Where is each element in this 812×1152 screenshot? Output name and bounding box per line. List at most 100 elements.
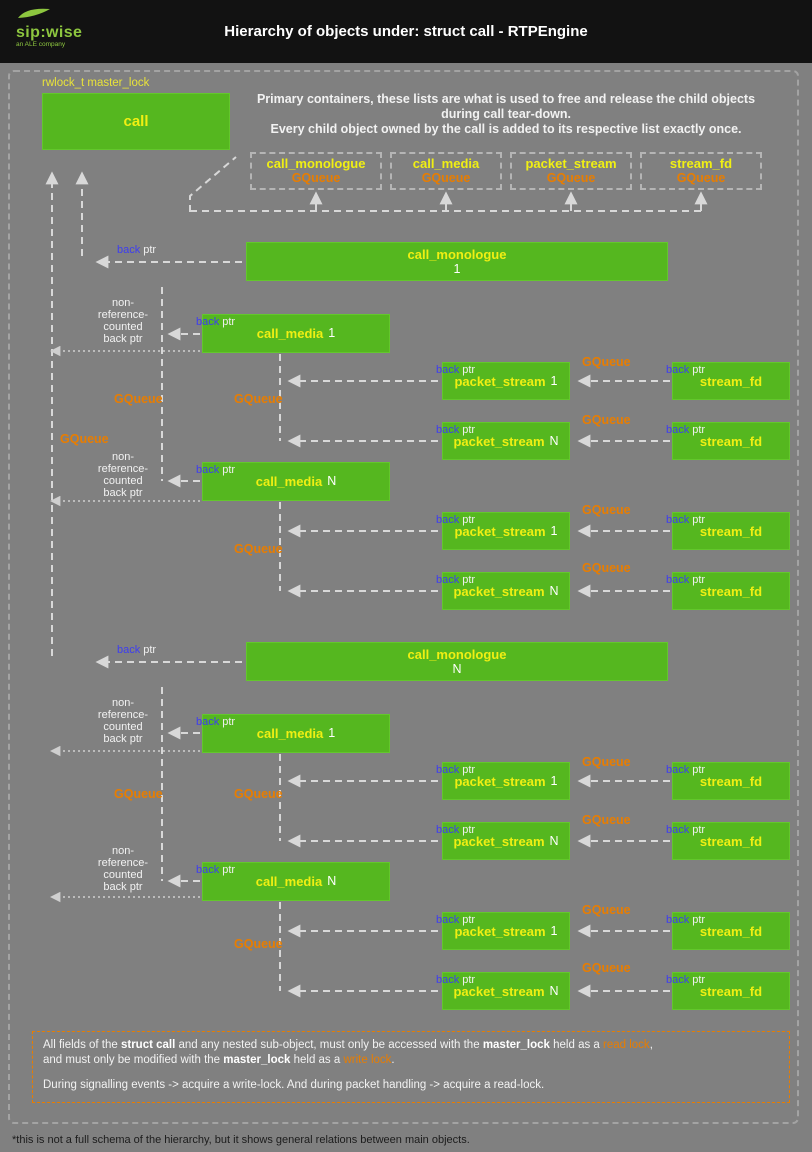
container-name: stream_fd: [669, 156, 733, 171]
node-label: call_monologue: [407, 646, 507, 662]
node-label: call_monologue: [407, 246, 507, 262]
node-label: packet_stream: [453, 433, 545, 449]
header-bar: sip:wise an ALE company Hierarchy of obj…: [0, 0, 812, 63]
node-packet-stream-1: packet_stream 1: [442, 912, 570, 950]
logo-tagline: an ALE company: [16, 41, 66, 48]
node-label: call_media: [256, 726, 324, 741]
node-call-media-n: call_media N: [202, 462, 390, 501]
node-label: packet_stream: [454, 923, 546, 939]
node-call-monologue-1: call_monologue 1: [246, 242, 668, 281]
gqueue-edge-label: GQueue: [582, 413, 631, 427]
container-name: packet_stream: [525, 156, 617, 171]
container-stream-fd: stream_fd GQueue: [640, 152, 762, 190]
node-index: N: [549, 983, 559, 998]
diagram-border: [8, 70, 799, 1124]
node-index: N: [327, 874, 337, 888]
node-index: 1: [328, 726, 336, 740]
non-ref-back-ptr-label: non- reference- counted back ptr: [97, 297, 149, 345]
master-lock-ref: master_lock: [482, 1039, 550, 1051]
gqueue-edge-label: GQueue: [582, 355, 631, 369]
node-stream-fd: stream_fd: [672, 822, 790, 860]
node-index: N: [327, 474, 337, 488]
node-label: stream_fd: [699, 373, 763, 389]
node-label: packet_stream: [454, 773, 546, 789]
node-index: N: [549, 833, 559, 848]
gqueue-edge-label: GQueue: [582, 561, 631, 575]
intro-line-2: Every child object owned by the call is …: [270, 122, 742, 136]
container-type: GQueue: [546, 171, 596, 185]
node-call-media-1: call_media 1: [202, 714, 390, 753]
gqueue-edge-label: GQueue: [582, 755, 631, 769]
node-label: stream_fd: [699, 773, 763, 789]
node-packet-stream-n: packet_stream N: [442, 822, 570, 860]
node-index: 1: [550, 923, 558, 938]
node-label: packet_stream: [453, 583, 545, 599]
logo-leaf-icon: [18, 8, 50, 18]
master-lock-label: rwlock_t master_lock: [42, 77, 150, 89]
container-type: GQueue: [291, 171, 341, 185]
gqueue-edge-label: GQueue: [582, 961, 631, 975]
node-call-media-1: call_media 1: [202, 314, 390, 353]
node-call-media-n: call_media N: [202, 862, 390, 901]
intro-line-1: Primary containers, these lists are what…: [256, 92, 756, 121]
struct-call-ref: struct call: [120, 1039, 176, 1051]
node-packet-stream-1: packet_stream 1: [442, 762, 570, 800]
node-label: packet_stream: [453, 833, 545, 849]
node-packet-stream-1: packet_stream 1: [442, 362, 570, 400]
non-ref-back-ptr-label: non- reference- counted back ptr: [97, 451, 149, 499]
node-stream-fd: stream_fd: [672, 512, 790, 550]
logo-brand-text: sip:wise: [16, 24, 83, 41]
node-label: stream_fd: [699, 923, 763, 939]
node-packet-stream-n: packet_stream N: [442, 572, 570, 610]
node-index: N: [549, 583, 559, 598]
gqueue-edge-label: GQueue: [114, 392, 163, 406]
node-index: 1: [453, 261, 461, 276]
node-stream-fd: stream_fd: [672, 912, 790, 950]
container-call-monologue: call_monologue GQueue: [250, 152, 382, 190]
locking-note: All fields of the struct call and any ne…: [32, 1031, 790, 1103]
node-index: N: [549, 433, 559, 448]
node-stream-fd: stream_fd: [672, 572, 790, 610]
note-line: All fields of the struct call and any ne…: [43, 1039, 653, 1051]
node-label: packet_stream: [454, 523, 546, 539]
gqueue-edge-label: GQueue: [234, 937, 283, 951]
gqueue-edge-label: GQueue: [582, 503, 631, 517]
gqueue-edge-label: GQueue: [114, 787, 163, 801]
node-packet-stream-n: packet_stream N: [442, 972, 570, 1010]
gqueue-edge-label: GQueue: [582, 813, 631, 827]
container-call-media: call_media GQueue: [390, 152, 502, 190]
node-packet-stream-n: packet_stream N: [442, 422, 570, 460]
node-label: stream_fd: [699, 833, 763, 849]
node-call: call: [42, 93, 230, 150]
container-name: call_monologue: [266, 156, 366, 171]
node-index: 1: [328, 326, 336, 340]
container-name: call_media: [412, 156, 480, 171]
node-label: stream_fd: [699, 433, 763, 449]
gqueue-edge-label: GQueue: [234, 542, 283, 556]
note-line: and must only be modified with the maste…: [43, 1053, 395, 1066]
node-label: stream_fd: [699, 583, 763, 599]
non-ref-back-ptr-label: non- reference- counted back ptr: [97, 697, 149, 745]
node-label: packet_stream: [453, 983, 545, 999]
node-label: call_media: [256, 326, 324, 341]
gqueue-edge-label: GQueue: [234, 392, 283, 406]
node-label: packet_stream: [454, 373, 546, 389]
non-ref-back-ptr-label: non- reference- counted back ptr: [97, 845, 149, 893]
